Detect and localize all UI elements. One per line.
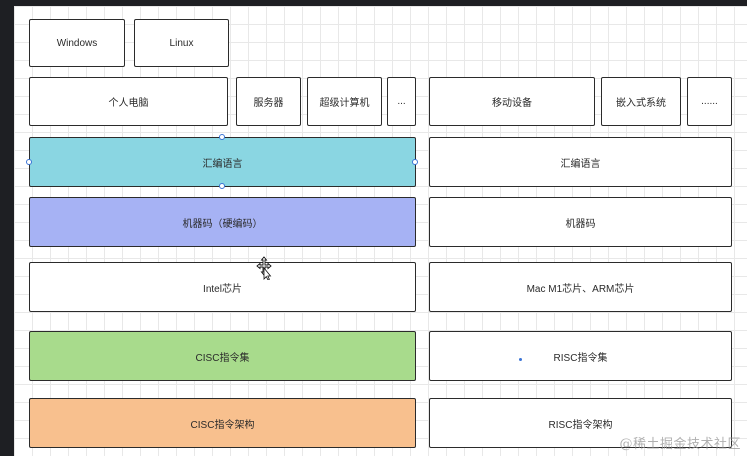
move-cursor-icon [256,256,272,280]
node-more-right-label: ...... [701,96,718,107]
node-personal-computer[interactable]: 个人电脑 [29,77,228,126]
node-arm-chip[interactable]: Mac M1芯片、ARM芯片 [429,262,732,312]
node-machine-code-left-label: 机器码（硬编码） [182,218,263,230]
node-more-left[interactable]: ... [387,77,416,126]
node-assembly-left-label: 汇编语言 [202,158,243,170]
node-more-left-label: ... [397,96,406,107]
node-embedded-system-label: 嵌入式系统 [616,98,666,109]
node-windows-label: Windows [56,37,98,49]
selection-handle-top[interactable] [219,134,225,140]
node-machine-code-right-label: 机器码 [565,218,596,230]
node-assembly-right[interactable]: 汇编语言 [429,137,732,187]
node-machine-code-right[interactable]: 机器码 [429,197,732,247]
node-machine-code-left[interactable]: 机器码（硬编码） [29,197,416,247]
node-cisc-architecture-label: CISC指令架构 [190,419,255,431]
node-supercomputer[interactable]: 超级计算机 [307,77,382,126]
selection-handle-left[interactable] [26,159,32,165]
cursor-dot [519,358,522,361]
node-embedded-system[interactable]: 嵌入式系统 [601,77,681,126]
node-risc-architecture-label: RISC指令架构 [548,419,613,431]
node-mobile-device[interactable]: 移动设备 [429,77,595,126]
selection-handle-right[interactable] [412,159,418,165]
node-cisc-instruction-set-label: CISC指令集 [195,352,250,364]
node-cisc-instruction-set[interactable]: CISC指令集 [29,331,416,381]
diagram-canvas[interactable]: Windows Linux 个人电脑 服务器 超级计算机 ... 移动设备 嵌入… [14,6,747,456]
node-windows[interactable]: Windows [29,19,125,67]
node-more-right[interactable]: ...... [687,77,732,126]
node-assembly-left[interactable]: 汇编语言 [29,137,416,187]
node-server-label: 服务器 [253,98,284,109]
node-intel-chip[interactable]: Intel芯片 [29,262,416,312]
node-linux-label: Linux [169,37,194,49]
node-personal-computer-label: 个人电脑 [108,98,149,109]
node-intel-chip-label: Intel芯片 [203,283,242,295]
watermark-text: @稀土掘金技术社区 [619,437,741,452]
node-assembly-right-label: 汇编语言 [560,158,601,170]
node-risc-instruction-set[interactable]: RISC指令集 [429,331,732,381]
node-supercomputer-label: 超级计算机 [319,98,370,109]
selection-handle-bottom[interactable] [219,183,225,189]
node-risc-instruction-set-label: RISC指令集 [553,352,608,364]
node-arm-chip-label: Mac M1芯片、ARM芯片 [526,283,635,295]
node-server[interactable]: 服务器 [236,77,301,126]
node-mobile-device-label: 移动设备 [492,98,532,109]
node-cisc-architecture[interactable]: CISC指令架构 [29,398,416,448]
node-linux[interactable]: Linux [134,19,229,67]
